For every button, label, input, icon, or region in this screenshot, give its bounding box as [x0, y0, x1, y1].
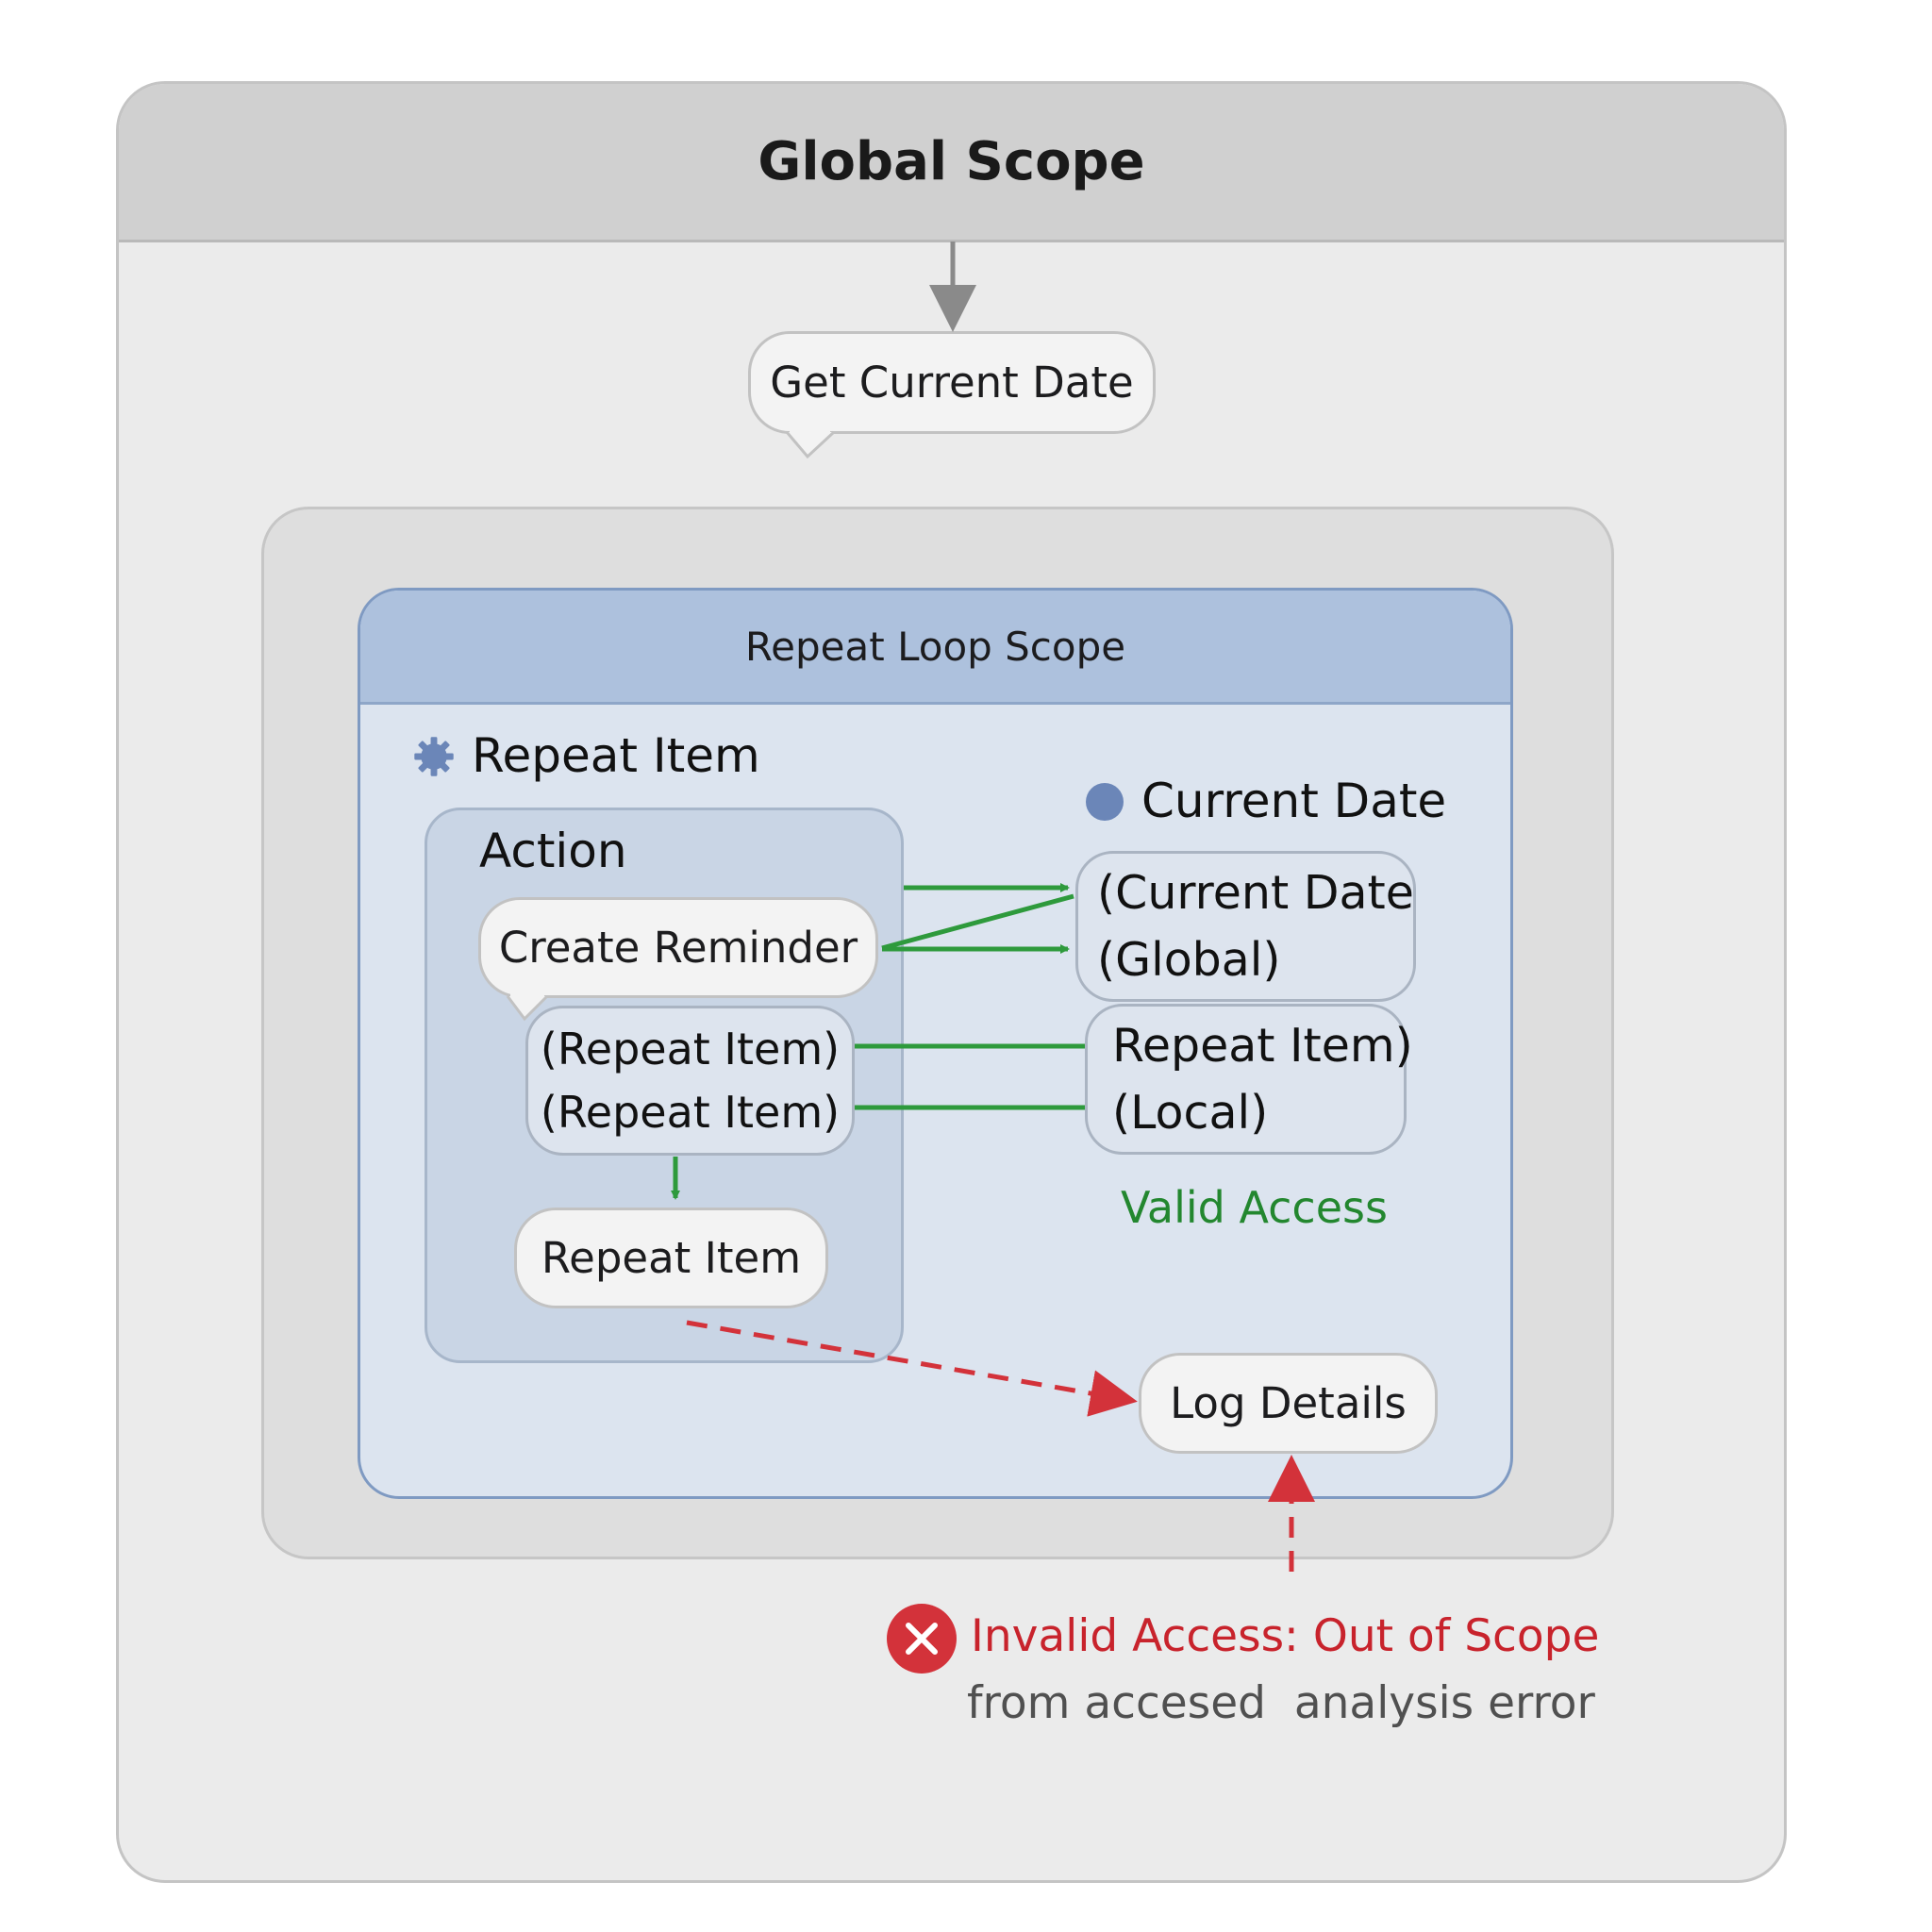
log-details-node[interactable]: Log Details — [1139, 1353, 1438, 1454]
dot-icon — [1086, 783, 1124, 821]
repeat-item-pair-line-2: (Repeat Item) — [540, 1086, 841, 1138]
global-scope-title: Global Scope — [758, 131, 1145, 192]
global-scope-header: Global Scope — [119, 84, 1784, 242]
current-date-global-line-1: (Current Date — [1097, 865, 1414, 920]
error-x-icon — [887, 1604, 957, 1674]
repeat-item-local-line-2: (Local) — [1112, 1086, 1269, 1140]
invalid-access-title: Invalid Access: Out of Scope — [971, 1610, 1600, 1662]
repeat-item-node[interactable]: Repeat Item — [514, 1208, 828, 1308]
invalid-access-detail: from accesed analysis error — [967, 1677, 1595, 1729]
current-date-heading: Current Date — [1141, 774, 1447, 828]
repeat-item-local-node[interactable]: Repeat Item) (Local) — [1085, 1004, 1413, 1155]
repeat-item-heading: Repeat Item — [472, 728, 760, 783]
get-current-date-node[interactable]: Get Current Date — [748, 331, 1156, 434]
repeat-item-pair-line-1: (Repeat Item) — [540, 1023, 841, 1074]
repeat-loop-scope-title: Repeat Loop Scope — [744, 623, 1126, 670]
repeat-item-local-line-1: Repeat Item) — [1112, 1018, 1413, 1073]
create-reminder-node[interactable]: Create Reminder — [478, 897, 878, 998]
gear-icon — [414, 737, 454, 776]
repeat-item-pair-node[interactable]: (Repeat Item) (Repeat Item) — [525, 1006, 855, 1156]
valid-access-label: Valid Access — [1121, 1182, 1388, 1233]
current-date-global-node[interactable]: (Current Date (Global) — [1075, 851, 1416, 1002]
action-group-label: Action — [479, 824, 627, 878]
repeat-loop-scope-header: Repeat Loop Scope — [360, 591, 1510, 705]
current-date-global-line-2: (Global) — [1097, 933, 1281, 987]
